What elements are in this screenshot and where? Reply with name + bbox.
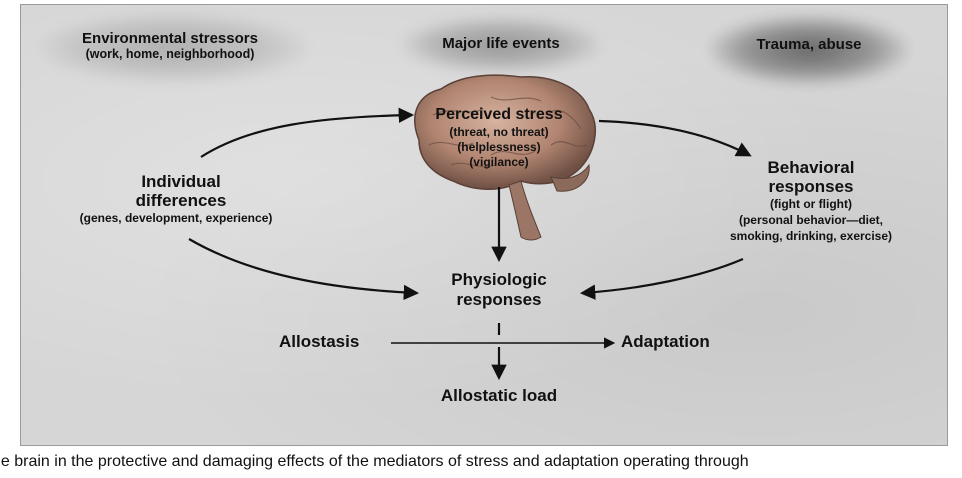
label-perceived-line3: (vigilance) bbox=[469, 155, 529, 169]
smudge-trauma bbox=[709, 15, 909, 85]
arrow-individual-to-physiologic bbox=[188, 238, 420, 301]
label-individual: Individual bbox=[141, 172, 221, 191]
diagram-slide: Environmental stressors (work, home, nei… bbox=[20, 4, 948, 446]
label-differences: differences bbox=[135, 191, 227, 210]
brain-illustration bbox=[414, 74, 596, 241]
label-allostasis: Allostasis bbox=[279, 332, 360, 351]
label-physiologic-responses: responses bbox=[456, 290, 542, 309]
label-behavioral-sub3: smoking, drinking, exercise) bbox=[729, 229, 893, 243]
label-physiologic: Physiologic bbox=[451, 270, 547, 289]
label-perceived-line2: (helplessness) bbox=[457, 140, 541, 154]
figure-caption: he brain in the protective and damaging … bbox=[0, 453, 962, 475]
label-perceived-line1: (threat, no threat) bbox=[449, 125, 549, 139]
arrow-perceived-to-behavioral bbox=[598, 119, 752, 157]
smudge-major-life-events bbox=[401, 17, 601, 73]
label-individual-sub: (genes, development, experience) bbox=[79, 211, 273, 225]
diagram-svg bbox=[188, 74, 752, 381]
label-responses: responses bbox=[768, 177, 854, 196]
label-allostatic-load: Allostatic load bbox=[440, 386, 558, 405]
arrow-individual-to-perceived bbox=[200, 107, 415, 158]
label-trauma-abuse: Trauma, abuse bbox=[756, 36, 862, 53]
arrow-behavioral-to-physiologic bbox=[579, 257, 744, 300]
label-environmental-stressors: Environmental stressors bbox=[82, 30, 258, 47]
label-behavioral-sub2: (personal behavior—diet, bbox=[738, 213, 884, 227]
label-adaptation: Adaptation bbox=[621, 332, 710, 351]
label-environmental-sub: (work, home, neighborhood) bbox=[85, 47, 255, 61]
label-behavioral: Behavioral bbox=[767, 158, 855, 177]
label-behavioral-sub1: (fight or flight) bbox=[770, 197, 852, 211]
smudge-environmental bbox=[39, 13, 309, 83]
label-major-life-events: Major life events bbox=[442, 35, 560, 52]
label-perceived-stress: Perceived stress bbox=[435, 106, 563, 123]
figure-caption-text: he brain in the protective and damaging … bbox=[0, 453, 749, 470]
